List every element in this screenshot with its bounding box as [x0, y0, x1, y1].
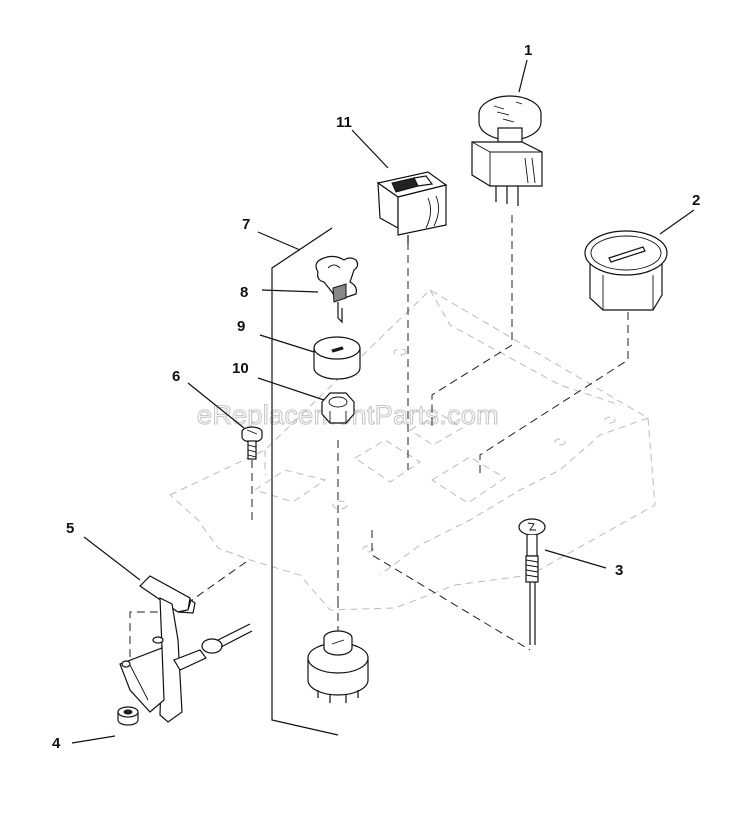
- hour-meter: [584, 230, 668, 311]
- pto-switch: [471, 95, 543, 206]
- callouts: 1 2 3 4 5 6 7 8 9 10 11: [52, 42, 700, 752]
- rocker-switch: [376, 171, 448, 244]
- choke-cable: [518, 518, 546, 645]
- throttle-control: [119, 575, 253, 723]
- leader-lines: [71, 59, 695, 744]
- dust-cap: [313, 336, 361, 380]
- throttle-nut: [117, 706, 139, 726]
- callout-5: 5: [66, 520, 74, 537]
- callout-9: 9: [237, 318, 245, 335]
- callout-3: 3: [615, 562, 623, 579]
- ignition-switch: [307, 630, 369, 703]
- alignment-lines: [129, 215, 629, 690]
- callout-1: 1: [524, 42, 532, 59]
- callout-4: 4: [52, 735, 61, 752]
- callout-11: 11: [336, 114, 352, 131]
- screw: [241, 426, 263, 460]
- callout-8: 8: [240, 284, 248, 301]
- callout-2: 2: [692, 192, 700, 209]
- ignition-key: [315, 255, 359, 324]
- callout-6: 6: [172, 368, 180, 385]
- hex-nut: [321, 392, 355, 424]
- callout-7: 7: [242, 216, 250, 233]
- dash-panel-outline: [169, 289, 656, 611]
- callout-10: 10: [232, 360, 249, 377]
- mounting-plate-outline: [271, 227, 339, 736]
